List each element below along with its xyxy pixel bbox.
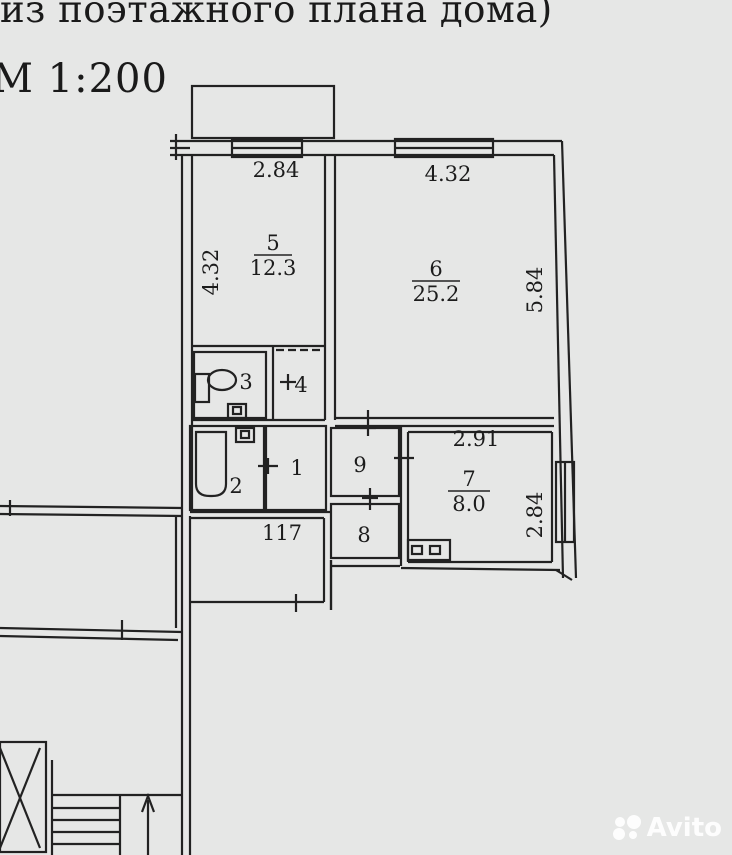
plan-labels: 2.84 4.32 4.32 5.84 2.91 2.84 117 5 12.3… — [199, 158, 547, 547]
toilet-tank — [193, 372, 211, 404]
room-3-number: 3 — [239, 370, 252, 394]
room-6-area: 25.2 — [413, 282, 460, 306]
fraction-lines — [254, 254, 490, 492]
room-1-outline — [264, 424, 328, 512]
dim-room5-width: 2.84 — [253, 158, 300, 182]
room-2-number: 2 — [229, 474, 242, 498]
room-5-number: 5 — [266, 231, 279, 255]
dim-room7-length: 2.84 — [523, 492, 547, 539]
bathtub — [194, 430, 228, 498]
watermark-brand: Avito — [646, 813, 722, 843]
room-4-number: 4 — [294, 373, 307, 397]
room-5-area: 12.3 — [250, 256, 297, 280]
room-6-number: 6 — [429, 257, 442, 281]
scale-label: М 1:200 — [0, 56, 168, 102]
toilet-bowl — [206, 368, 238, 392]
room-2-outline — [188, 424, 266, 512]
dim-room5-length: 4.32 — [199, 249, 223, 296]
room-7-area: 8.0 — [452, 492, 485, 516]
room-7-number: 7 — [462, 467, 475, 491]
room-1-number: 1 — [290, 456, 303, 480]
dim-room7-width: 2.91 — [453, 427, 500, 451]
room-9-number: 9 — [353, 453, 366, 477]
dim-corridor-width: 117 — [262, 521, 302, 545]
avito-watermark: Avito — [612, 813, 722, 843]
room-3-outline — [192, 350, 268, 420]
dim-room6-length: 5.84 — [523, 267, 547, 314]
sink — [234, 426, 256, 444]
avito-logo-icon — [612, 815, 643, 841]
page-heading: из поэтажного плана дома) — [0, 0, 553, 31]
room-8-outline — [329, 502, 401, 560]
stairwell — [0, 740, 48, 854]
kitchen-stove — [406, 538, 452, 562]
walls — [0, 84, 578, 855]
room-8-number: 8 — [357, 523, 370, 547]
dim-room6-width: 4.32 — [425, 162, 472, 186]
balcony — [190, 84, 336, 140]
